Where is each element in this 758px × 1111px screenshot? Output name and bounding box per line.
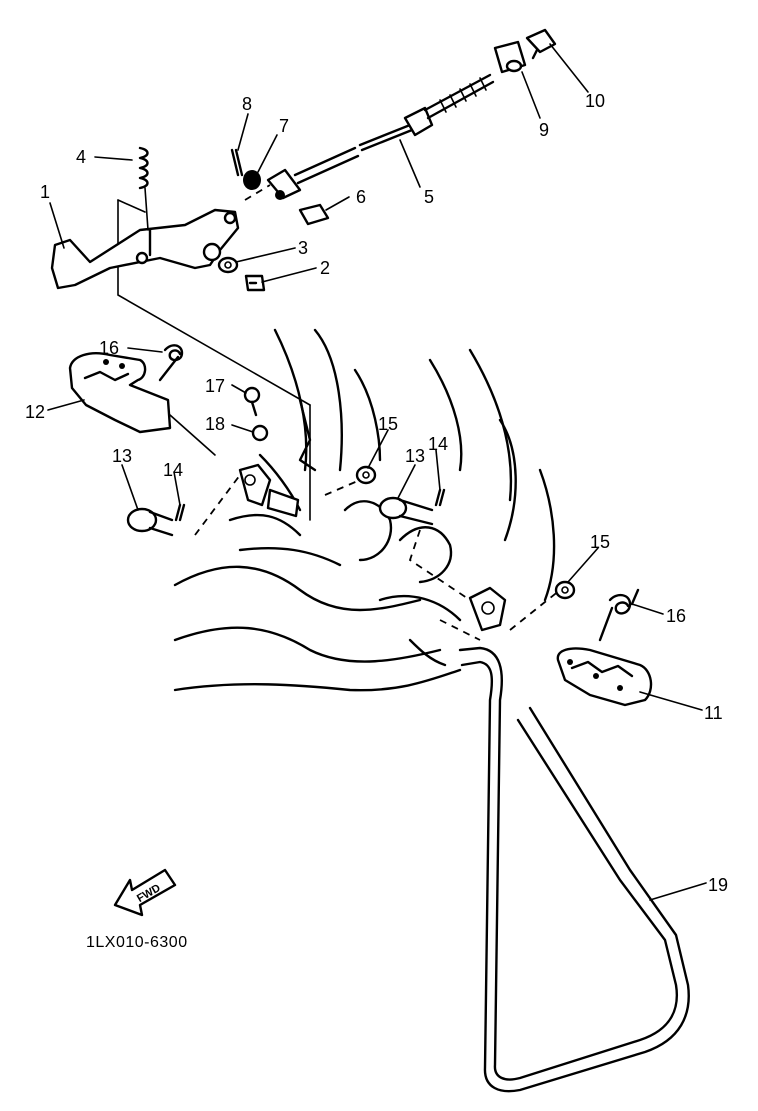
callout-1: 1 bbox=[40, 182, 50, 202]
callout-14-left: 14 bbox=[163, 460, 183, 480]
callout-7: 7 bbox=[279, 116, 289, 136]
callout-10: 10 bbox=[585, 91, 605, 111]
frame-outline bbox=[173, 328, 556, 692]
washer-15-right bbox=[554, 580, 576, 600]
bolt-17 bbox=[243, 386, 261, 417]
nut-18 bbox=[251, 424, 269, 442]
pivot-joint bbox=[525, 28, 557, 60]
return-spring bbox=[138, 146, 149, 231]
callout-3: 3 bbox=[298, 238, 308, 258]
callout-19: 19 bbox=[708, 875, 728, 895]
callout-9: 9 bbox=[539, 120, 549, 140]
callout-8: 8 bbox=[242, 94, 252, 114]
right-footrest bbox=[556, 647, 653, 707]
callout-13-right: 13 bbox=[405, 446, 425, 466]
pin-13-right bbox=[378, 496, 434, 526]
cotter-pin bbox=[230, 148, 244, 177]
callout-5: 5 bbox=[424, 187, 434, 207]
callout-6: 6 bbox=[356, 187, 366, 207]
drawing-code: 1LX010-6300 bbox=[86, 934, 188, 951]
left-footrest bbox=[68, 352, 172, 434]
pin-13-left bbox=[126, 507, 174, 537]
callout-12: 12 bbox=[25, 402, 45, 422]
footrest-spring-right bbox=[598, 588, 640, 642]
callout-15-right: 15 bbox=[590, 532, 610, 552]
callout-2: 2 bbox=[320, 258, 330, 278]
clevis-pin bbox=[298, 203, 330, 226]
leader-lines bbox=[117, 184, 561, 641]
cotter-pin-14-left bbox=[174, 503, 186, 522]
callout-18: 18 bbox=[205, 414, 225, 434]
callout-11: 11 bbox=[704, 703, 723, 723]
footrest-bracket bbox=[238, 463, 507, 632]
washer bbox=[217, 256, 239, 274]
callout-16-left: 16 bbox=[99, 338, 119, 358]
callout-labels: 1 2 3 4 5 6 7 8 9 10 11 12 13 13 14 14 1… bbox=[25, 91, 728, 895]
bolt bbox=[244, 274, 266, 292]
callout-13-left: 13 bbox=[112, 446, 132, 466]
cotter-pin-14-right bbox=[434, 488, 446, 507]
side-stand bbox=[458, 646, 690, 1093]
callout-14-right: 14 bbox=[428, 434, 448, 454]
footrest-spring-left bbox=[158, 344, 184, 382]
fwd-arrow: FWD bbox=[113, 868, 177, 917]
washer-15-left bbox=[355, 465, 377, 485]
callout-15-left: 15 bbox=[378, 414, 398, 434]
adjusting-nut bbox=[493, 40, 527, 74]
brake-rod bbox=[266, 73, 495, 200]
brake-pedal bbox=[50, 208, 240, 290]
callout-16-right: 16 bbox=[666, 606, 686, 626]
callout-leaders bbox=[47, 43, 707, 901]
lock-nut bbox=[243, 170, 261, 190]
callout-4: 4 bbox=[76, 147, 86, 167]
callout-17: 17 bbox=[205, 376, 225, 396]
